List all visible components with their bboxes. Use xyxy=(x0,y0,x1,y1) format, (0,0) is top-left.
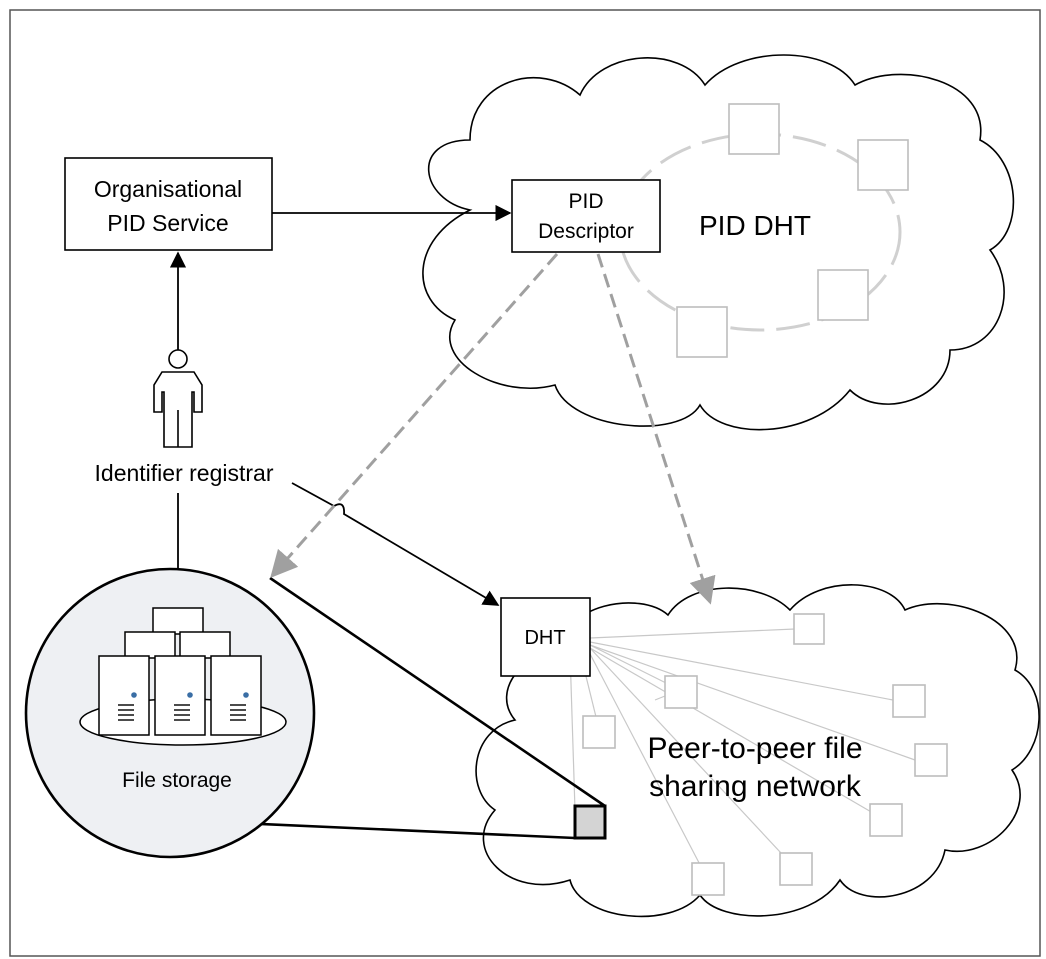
p2p-links xyxy=(569,628,916,881)
person-icon xyxy=(153,349,203,448)
dht-box xyxy=(500,597,591,677)
server-icon xyxy=(79,607,287,746)
pid-dht-peer xyxy=(728,103,780,155)
pid-dht-label: PID DHT xyxy=(699,210,811,241)
p2p-peer xyxy=(582,715,616,749)
identifier-registrar-label: Identifier registrar xyxy=(95,460,274,486)
dht-label: DHT xyxy=(524,627,565,649)
pid-descriptor-box xyxy=(511,179,661,253)
pid-dht-peer xyxy=(676,306,728,358)
p2p-peer xyxy=(779,852,813,886)
zoom-line-top xyxy=(269,576,606,808)
pid-descriptor-label-1: PID xyxy=(568,190,603,213)
p2p-network-label-2: sharing network xyxy=(649,770,862,803)
pid-dht-peer xyxy=(817,269,869,321)
p2p-peer xyxy=(664,675,698,709)
file-storage-label: File storage xyxy=(122,769,232,792)
pid-descriptor-label-2: Descriptor xyxy=(538,220,634,243)
org-pid-service-label-2: PID Service xyxy=(107,210,228,236)
pid-dht-peer xyxy=(857,139,909,191)
p2p-peer xyxy=(914,743,948,777)
p2p-peer xyxy=(869,803,903,837)
org-pid-service-label-1: Organisational xyxy=(94,176,242,202)
p2p-network-label-1: Peer-to-peer file xyxy=(647,732,862,765)
figure-border xyxy=(9,9,1041,957)
org-pid-service-box xyxy=(64,157,273,251)
dashed-arrow-descriptor-to-p2p xyxy=(596,253,716,605)
p2p-peer xyxy=(793,613,825,645)
highlighted-peer xyxy=(573,804,607,840)
p2p-peer xyxy=(691,862,725,896)
dashed-arrow-descriptor-to-storage xyxy=(270,253,559,579)
p2p-peer xyxy=(892,684,926,718)
arrow-registrar-to-dht xyxy=(291,482,500,606)
